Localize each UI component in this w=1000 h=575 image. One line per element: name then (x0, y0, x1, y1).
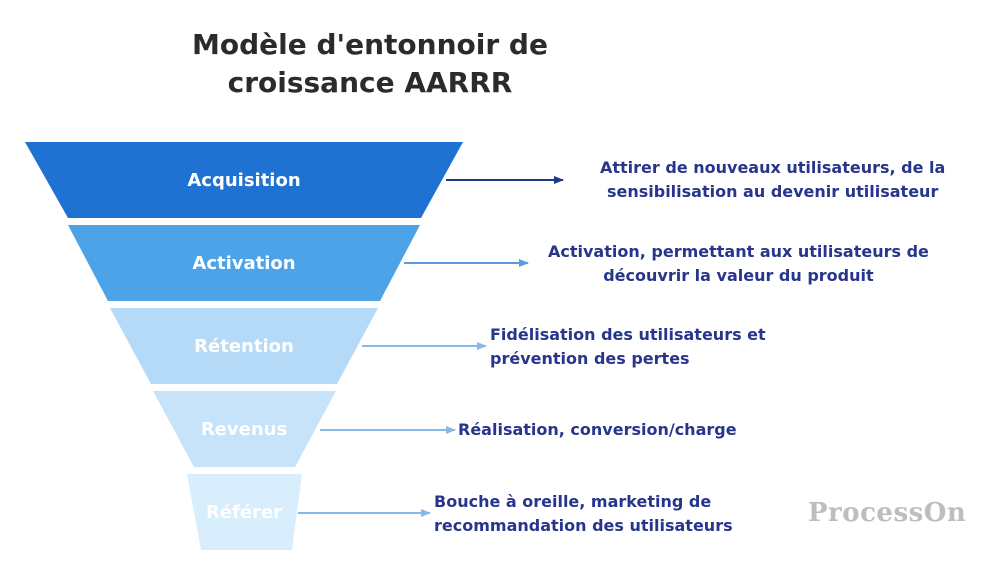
description-line: Réalisation, conversion/charge (458, 420, 737, 439)
description-acquisition: Attirer de nouveaux utilisateurs, de la … (600, 156, 945, 204)
description-retention: Fidélisation des utilisateurs et prévent… (490, 323, 766, 371)
description-line: recommandation des utilisateurs (434, 516, 733, 535)
stage-label-referer: Référer (206, 502, 282, 523)
description-line: Bouche à oreille, marketing de (434, 492, 712, 511)
funnel-stage-acquisition (25, 142, 463, 218)
funnel-stage-referer (187, 474, 302, 550)
description-line: Activation, permettant aux utilisateurs … (548, 242, 929, 261)
description-line: sensibilisation au devenir utilisateur (606, 182, 939, 201)
title-line-1: Modèle d'entonnoir de (192, 28, 548, 61)
stage-label-revenus: Revenus (201, 419, 287, 440)
funnel-stage-revenus (153, 391, 336, 467)
description-line: Attirer de nouveaux utilisateurs, de la (600, 158, 946, 177)
stage-label-retention: Rétention (194, 336, 294, 357)
description-line: découvrir la valeur du produit (603, 266, 874, 285)
title-line-2: croissance AARRR (227, 66, 513, 99)
description-referer: Bouche à oreille, marketing de recommand… (434, 490, 733, 538)
description-line: prévention des pertes (490, 349, 690, 368)
description-revenus: Réalisation, conversion/charge (458, 418, 737, 442)
funnel-stage-retention (110, 308, 378, 384)
funnel-stage-activation (68, 225, 420, 301)
stage-label-activation: Activation (192, 253, 295, 274)
description-line: Fidélisation des utilisateurs et (490, 325, 766, 344)
stage-label-acquisition: Acquisition (187, 170, 300, 191)
description-activation: Activation, permettant aux utilisateurs … (548, 240, 929, 288)
diagram-title: Modèle d'entonnoir de croissance AARRR (160, 26, 580, 102)
processon-watermark: ProcessOn (808, 498, 967, 528)
